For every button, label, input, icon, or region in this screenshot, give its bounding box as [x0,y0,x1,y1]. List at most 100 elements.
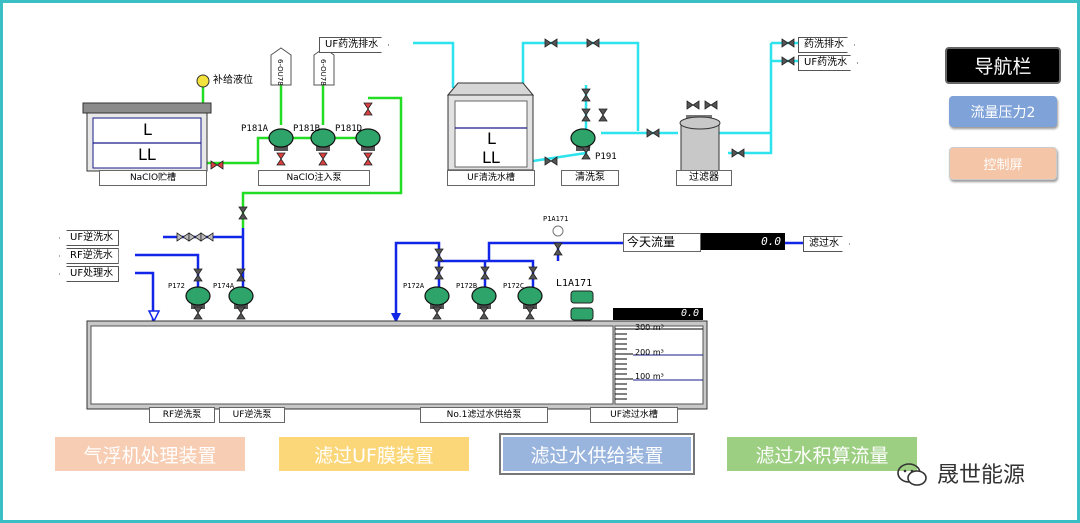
uf-clean-tank-label: UF清洗水槽 [447,170,535,186]
filtered-water-flow-label: 滤过水积算流量 [755,444,889,467]
valve-icon [363,102,373,116]
pump-icon [424,286,450,309]
control-screen-button[interactable]: 控制屏 [949,147,1057,180]
pump-tag-p172c: P172C [503,282,525,290]
valve-icon [200,232,214,242]
drum-label-2: 6-OU78 [319,59,327,86]
filtered-water-flow-button[interactable]: 滤过水积算流量 [727,437,917,471]
pump-tag-p172b: P172B [456,282,478,290]
valve-icon [434,266,444,280]
blue-arrows [147,310,401,323]
naclo-level-ll: LL [138,145,156,164]
uf-clean-water-tank [446,82,535,171]
scale-200: 200 m³ [635,348,664,357]
pump-tag-p191: P191 [595,152,617,162]
valve-icon [544,38,558,48]
uf-chem-water-label: UF药洗水 [798,55,858,71]
pump-icon [310,128,336,151]
tank-scale [633,328,703,381]
valve-icon [781,56,795,66]
valve-icon [581,88,591,102]
nav-bar-button[interactable]: 导航栏 [945,47,1061,84]
filter-label: 过滤器 [676,170,732,186]
valve-icon [363,152,373,166]
naclo-tank-label: NaClO贮槽 [99,170,207,186]
rf-backwash-water-label: RF逆洗水 [59,248,119,264]
pump-icon [471,286,497,309]
clean-tank-level-l: L [487,129,496,148]
uf-membrane-label: 滤过UF膜装置 [314,444,434,467]
tank-level-value: 0.0 [613,308,703,320]
pump-tag-p174a: P174A [213,282,235,290]
pump-icon [268,128,294,151]
clean-tank-level-ll: LL [482,148,500,167]
pump-icon [517,286,543,309]
wechat-icon [896,461,928,489]
filtered-water-label: 滤过水 [803,236,850,252]
valve-icon [193,306,203,320]
pump-tag-p172a: P172A [403,282,425,290]
clean-pump-label: 清洗泵 [561,170,619,186]
flow-pressure-button[interactable]: 流量压力2 [949,96,1057,127]
level-tag-l1a171: L1A171 [556,278,593,289]
pumps [185,128,596,309]
uf-membrane-button[interactable]: 滤过UF膜装置 [279,437,469,471]
pump-tag-p181a: P181A [241,124,269,134]
valve-icon [686,100,700,110]
valve-icon [193,268,203,282]
rf-backwash-pump-label: RF逆洗泵 [149,407,215,423]
valve-icon [236,306,246,320]
flotation-unit-button[interactable]: 气浮机处理装置 [55,437,245,471]
valve-icon [586,38,600,48]
refill-level-label: 补给液位 [213,75,253,86]
uf-filtered-tank-label: UF滤过水槽 [590,407,678,423]
pump-icon [228,286,254,309]
valve-icon [318,152,328,166]
pump-icon [185,286,211,309]
pump-tag-p172: P172 [168,282,185,290]
filter-vessel [679,115,721,172]
valve-icon [553,242,563,256]
naclo-pump-label: NaClO注入泵 [258,170,370,186]
valve-icon [646,128,660,138]
valve-icon [236,268,246,282]
scale-300: 300 m³ [635,323,664,332]
process-diagram [82,38,803,410]
valve-icon [528,266,538,280]
valve-icon [434,248,444,262]
valve-icon [731,148,745,158]
uf-chem-drain-label: UF药洗排水 [319,37,389,53]
valve-icon [781,38,795,48]
flow-tag-p1a171: P1A171 [543,215,569,223]
valve-icon [479,306,489,320]
supply-pump-label: No.1滤过水供给泵 [420,407,548,423]
uf-filtered-water-tank [86,320,708,410]
valve-icon [581,108,591,122]
valve-icon [210,160,224,170]
valve-icon [432,306,442,320]
naclo-level-l: L [143,120,152,139]
watermark-text: 晟世能源 [937,463,1026,488]
valve-icon [480,266,490,280]
today-flow-label: 今天流量 [623,233,701,252]
drum-label-1: 6-OU78 [276,59,284,86]
valve-icon [276,152,286,166]
valve-icon [598,108,608,122]
valve-icon [525,306,535,320]
chemical-drums [270,47,335,86]
pump-tag-p181d: P181D [335,124,363,134]
pump-icon [355,128,381,151]
tank-ticks [615,328,633,400]
today-flow-value: 0.0 [701,233,785,250]
valve-icon [238,206,248,220]
valve-icon [188,232,202,242]
uf-treated-water-label: UF处理水 [59,266,120,282]
pump-tag-p181b: P181B [293,124,321,134]
uf-backwash-pump-label: UF逆洗泵 [219,407,285,423]
valve-icon [544,156,558,166]
filtered-water-supply-button[interactable]: 滤过水供给装置 [501,435,693,473]
filtered-water-supply-label: 滤过水供给装置 [530,444,664,467]
valve-icon [176,232,190,242]
flow-indicator [552,225,564,237]
